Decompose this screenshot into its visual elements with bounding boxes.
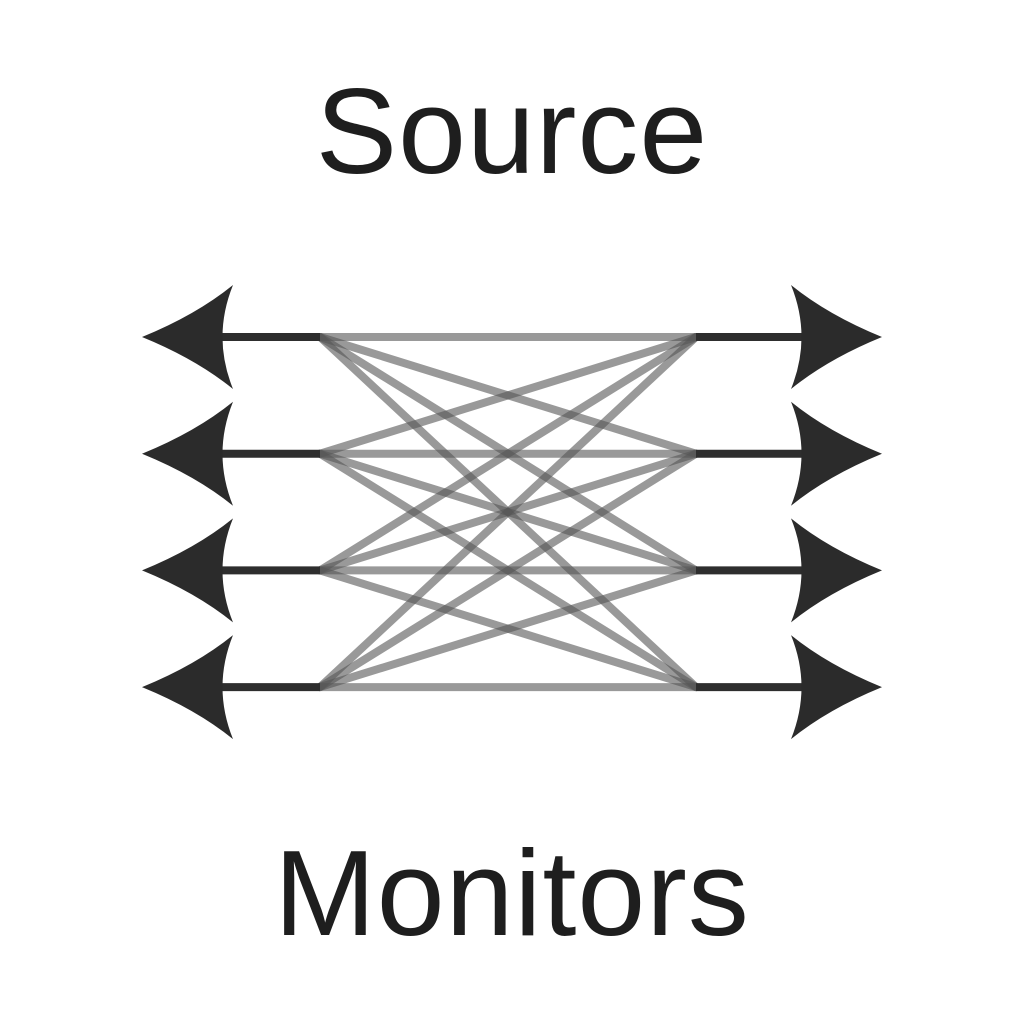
right-arrowheads xyxy=(791,285,882,740)
right-arrow-icon-4 xyxy=(791,635,882,740)
cross-line-3-1 xyxy=(316,333,700,575)
cross-connections xyxy=(316,333,700,692)
cross-line-4-1 xyxy=(316,333,700,692)
channel-lines xyxy=(215,333,810,692)
left-arrow-icon-4 xyxy=(142,635,233,740)
cross-line-2-1 xyxy=(316,333,700,458)
monitors-label: Monitors xyxy=(274,825,750,961)
left-arrow-icon-1 xyxy=(142,285,233,389)
cross-line-4-3 xyxy=(316,566,700,692)
right-arrow-icon-1 xyxy=(791,285,882,389)
left-arrowheads xyxy=(142,285,233,740)
cross-line-4-2 xyxy=(316,449,700,692)
source-label: Source xyxy=(315,63,709,199)
right-arrow-icon-3 xyxy=(791,518,882,623)
left-arrow-icon-3 xyxy=(142,518,233,623)
right-arrow-icon-2 xyxy=(791,401,882,506)
left-arrow-icon-2 xyxy=(142,401,233,506)
